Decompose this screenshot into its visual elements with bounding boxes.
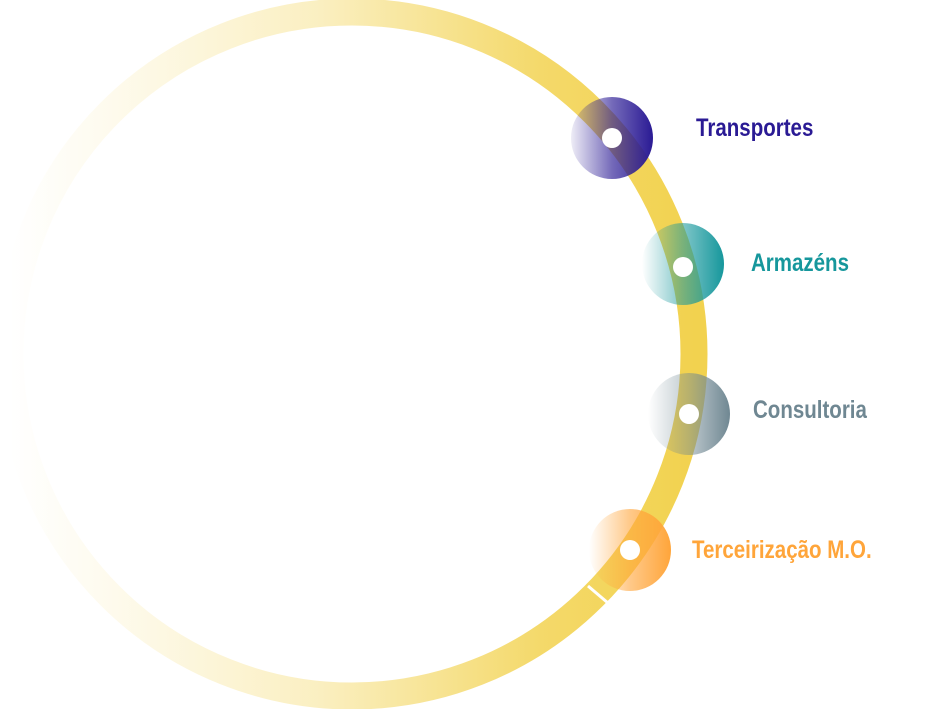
node-dot [620, 540, 640, 560]
node-armazens[interactable] [642, 223, 724, 305]
label-consultoria[interactable]: Consultoria [753, 396, 867, 424]
ring [0, 0, 708, 709]
node-transportes[interactable] [571, 97, 653, 179]
label-terceirizacao[interactable]: Terceirização M.O. [692, 536, 872, 564]
label-transportes[interactable]: Transportes [696, 114, 814, 142]
node-consultoria[interactable] [648, 373, 730, 455]
node-dot [679, 404, 699, 424]
ring-gap [587, 584, 609, 605]
label-armazens[interactable]: Armazéns [751, 249, 849, 277]
node-dot [673, 257, 693, 277]
node-terceirizacao[interactable] [589, 509, 671, 591]
node-dot [602, 128, 622, 148]
